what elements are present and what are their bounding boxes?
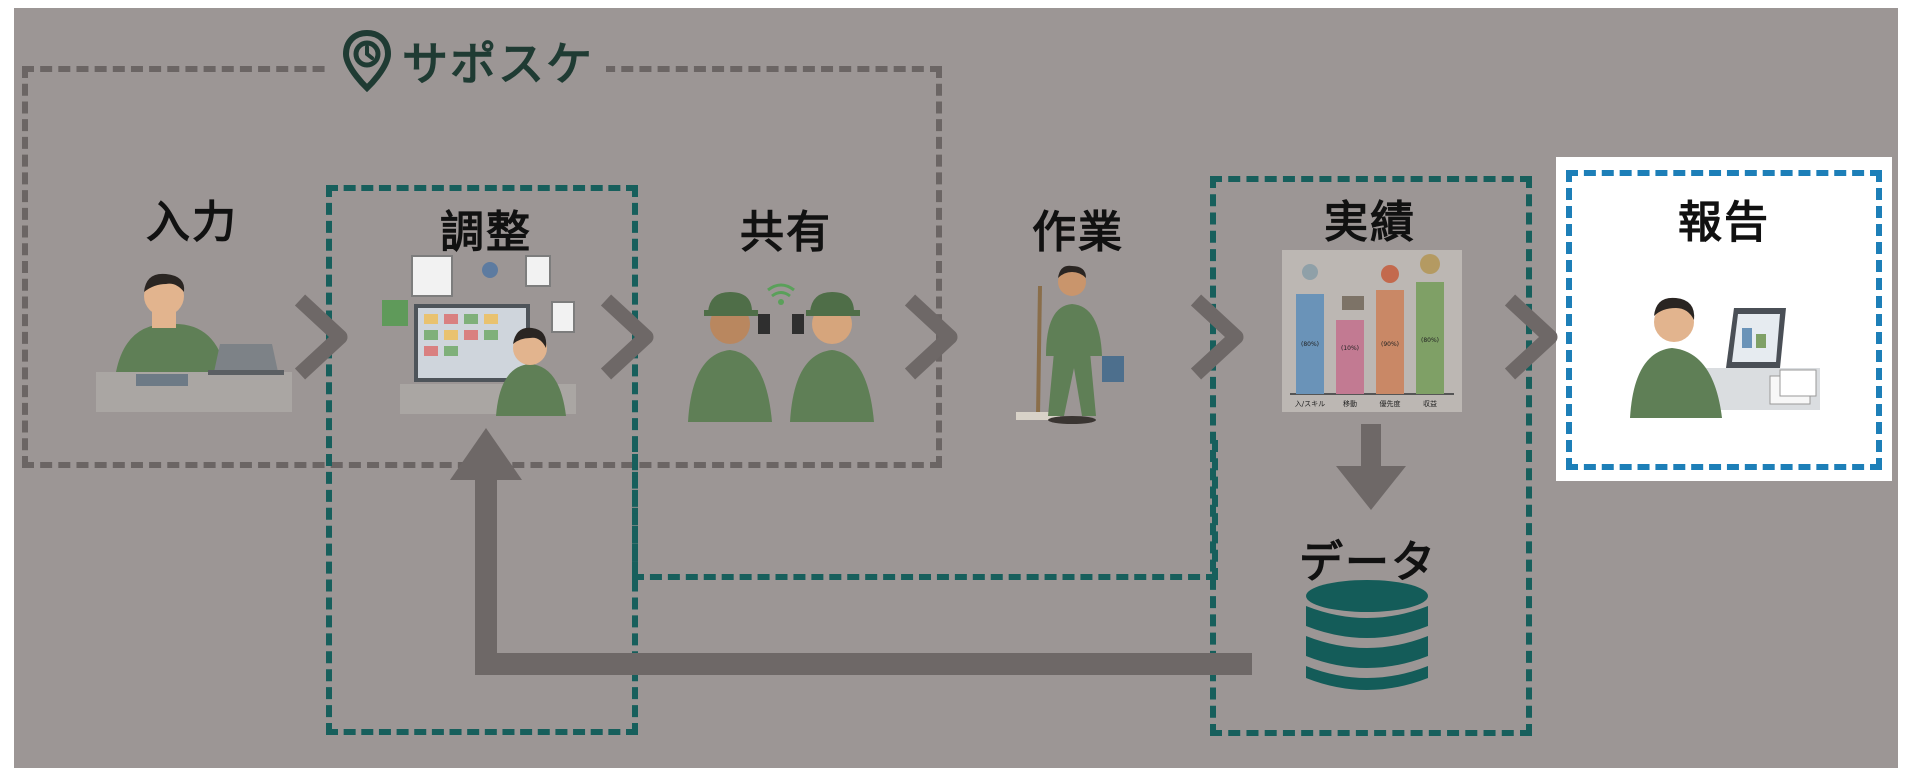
results-bar-value-3: (90%) bbox=[1381, 341, 1399, 348]
results-bar-1 bbox=[1296, 294, 1324, 394]
results-chart-illustration: 入/スキル 移動 優先度 収益 (80%) (10%) (90%) (80%) bbox=[1282, 250, 1462, 412]
results-bar-label-4: 収益 bbox=[1423, 399, 1437, 408]
data-store-label: データ bbox=[1299, 537, 1437, 588]
results-bar-4 bbox=[1416, 282, 1444, 394]
arrow-down-icon bbox=[1336, 424, 1406, 510]
brand-name: サポスケ bbox=[402, 37, 594, 91]
chevron-right-icon bbox=[1190, 294, 1244, 380]
brand-logo: サポスケ bbox=[330, 26, 606, 96]
input-worker-illustration bbox=[96, 273, 292, 412]
step-label-adjust: 調整 bbox=[440, 207, 532, 258]
share-workers-illustration bbox=[688, 283, 874, 422]
map-pin-clock-icon bbox=[342, 30, 392, 92]
work-cleaner-illustration bbox=[1016, 265, 1124, 424]
results-bar-value-2: (10%) bbox=[1341, 345, 1359, 352]
report-group-outline bbox=[1566, 170, 1882, 470]
results-bar-3 bbox=[1376, 290, 1404, 394]
report-highlight-box bbox=[1556, 157, 1892, 481]
results-bar-label-1: 入/スキル bbox=[1295, 400, 1325, 408]
step-label-report: 報告 bbox=[1678, 197, 1770, 248]
results-bar-label-3: 優先度 bbox=[1380, 399, 1401, 408]
database-icon bbox=[1306, 580, 1428, 690]
adjust-schedule-illustration bbox=[382, 255, 576, 416]
results-bar-value-1: (80%) bbox=[1301, 341, 1319, 348]
step-label-share: 共有 bbox=[740, 207, 832, 258]
share-work-loop-outline bbox=[632, 440, 1218, 580]
results-bar-value-4: (80%) bbox=[1421, 337, 1439, 344]
report-worker-illustration bbox=[1630, 297, 1820, 418]
results-bar-label-2: 移動 bbox=[1343, 399, 1357, 408]
chevron-right-icon bbox=[294, 294, 348, 380]
step-label-results: 実績 bbox=[1324, 197, 1416, 248]
chevron-right-icon bbox=[600, 294, 654, 380]
results-bar-2 bbox=[1336, 320, 1364, 394]
chevron-right-icon bbox=[1504, 294, 1558, 380]
chevron-right-icon bbox=[904, 294, 958, 380]
step-label-input: 入力 bbox=[146, 197, 238, 248]
step-label-work: 作業 bbox=[1032, 207, 1124, 258]
